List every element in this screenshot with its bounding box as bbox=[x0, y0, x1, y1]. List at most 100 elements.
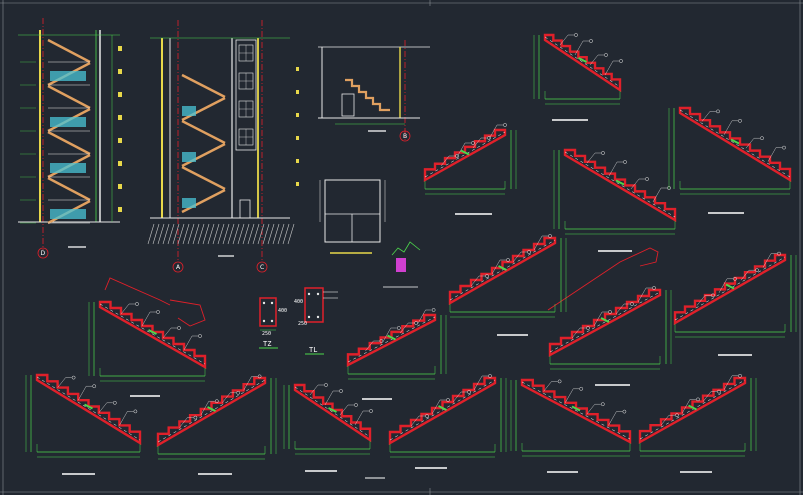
leader-circle bbox=[755, 268, 759, 273]
handrail-left-detail bbox=[169, 299, 206, 327]
leader-circle bbox=[604, 53, 608, 57]
stair-green-mark bbox=[148, 329, 157, 335]
leader-circle bbox=[645, 177, 649, 181]
section1-flights bbox=[20, 38, 122, 225]
tl-rebar-3 bbox=[307, 315, 311, 319]
leader-line bbox=[533, 235, 543, 251]
leader-circle bbox=[574, 33, 578, 37]
tz-rebar-1 bbox=[262, 301, 266, 305]
section3-flight bbox=[345, 78, 390, 112]
leader-line bbox=[604, 60, 614, 76]
leader-line bbox=[456, 142, 466, 158]
section1-flight bbox=[47, 176, 91, 202]
section2-windows bbox=[238, 44, 254, 146]
stair-flight bbox=[388, 374, 507, 458]
leader-circle bbox=[112, 400, 117, 405]
leader-line bbox=[183, 335, 193, 351]
stair-steps bbox=[565, 149, 676, 215]
tl-rebar-2 bbox=[316, 292, 320, 296]
leader-line bbox=[543, 381, 552, 392]
leader-line bbox=[593, 311, 603, 327]
hatch-line bbox=[222, 223, 230, 245]
leader-circle bbox=[608, 310, 612, 314]
leader-line bbox=[574, 40, 584, 56]
leader-line bbox=[200, 401, 209, 416]
stair-green-mark bbox=[84, 403, 93, 410]
stair-green-mark bbox=[571, 405, 581, 412]
stair-green-mark bbox=[730, 138, 740, 145]
stair-flight bbox=[448, 234, 567, 318]
leader-line bbox=[718, 278, 728, 293]
leader-circle bbox=[579, 386, 584, 391]
leader-line bbox=[565, 388, 574, 403]
leader-circle bbox=[425, 414, 429, 418]
leader-circle bbox=[717, 389, 721, 394]
leader-line bbox=[452, 391, 462, 403]
stair-green-mark bbox=[600, 317, 610, 323]
node-magenta-fill bbox=[396, 258, 406, 272]
hatch-line bbox=[277, 223, 285, 245]
leader-line bbox=[119, 411, 128, 426]
stair-flight bbox=[25, 373, 142, 458]
node-outline bbox=[391, 241, 421, 256]
tl-rebar-1 bbox=[307, 292, 311, 296]
leader-line bbox=[660, 415, 670, 426]
leader-line bbox=[141, 311, 151, 327]
stair-rebar bbox=[639, 379, 746, 440]
leader-line bbox=[608, 161, 618, 177]
section1-level-mark bbox=[118, 46, 122, 51]
hatch-line bbox=[237, 223, 245, 245]
tz-section bbox=[259, 297, 277, 327]
section2-level-mark bbox=[296, 182, 299, 186]
leader-circle bbox=[675, 413, 679, 418]
section2-flights bbox=[181, 67, 299, 214]
leader-circle bbox=[711, 293, 715, 298]
tz-width-dim: 250 bbox=[262, 331, 271, 337]
leader-line bbox=[586, 404, 595, 415]
hatch-line bbox=[267, 223, 275, 245]
leader-circle bbox=[446, 398, 450, 402]
stair-flight bbox=[553, 148, 677, 235]
stair-flight bbox=[533, 33, 623, 105]
stair-green-mark bbox=[460, 149, 470, 156]
section2-cyan-fill bbox=[182, 152, 196, 162]
section2-level-mark bbox=[296, 67, 299, 71]
leader-circle bbox=[652, 286, 656, 290]
leader-circle bbox=[156, 310, 160, 314]
leader-line bbox=[767, 147, 777, 162]
leader-line bbox=[637, 287, 647, 303]
hatch-line bbox=[232, 223, 240, 245]
section2-level-mark bbox=[296, 159, 299, 163]
leader-circle bbox=[527, 250, 531, 254]
leader-line bbox=[309, 384, 319, 396]
leader-line bbox=[608, 411, 617, 426]
stair-rebar bbox=[157, 379, 266, 443]
section1-cyan-fill bbox=[50, 209, 86, 219]
axis-label-a: A bbox=[176, 264, 181, 271]
leader-circle bbox=[379, 339, 384, 343]
leader-circle bbox=[71, 375, 76, 380]
leader-circle bbox=[471, 141, 475, 145]
leader-line bbox=[472, 137, 482, 149]
section1-level-mark bbox=[118, 115, 122, 120]
hatch-line bbox=[207, 223, 215, 245]
leader-circle bbox=[619, 59, 623, 63]
stair-green-mark bbox=[438, 405, 447, 411]
leader-line bbox=[681, 399, 691, 414]
leader-line bbox=[179, 417, 188, 428]
leader-circle bbox=[696, 397, 700, 402]
axis-bubble-c bbox=[256, 261, 268, 273]
leader-circle bbox=[548, 234, 552, 238]
leader-circle bbox=[92, 384, 97, 389]
stair-section-2: A C bbox=[147, 20, 299, 273]
axis-label-c: C bbox=[260, 264, 264, 271]
section2-cyan-fill bbox=[182, 106, 196, 116]
section2-flight bbox=[181, 142, 226, 168]
hatch-line bbox=[257, 223, 265, 245]
stair-rebar bbox=[389, 379, 496, 441]
stair-steps bbox=[674, 254, 785, 318]
stair-rebar bbox=[347, 316, 436, 363]
hatch-line bbox=[272, 223, 280, 245]
tz-label: TZ bbox=[263, 340, 271, 348]
